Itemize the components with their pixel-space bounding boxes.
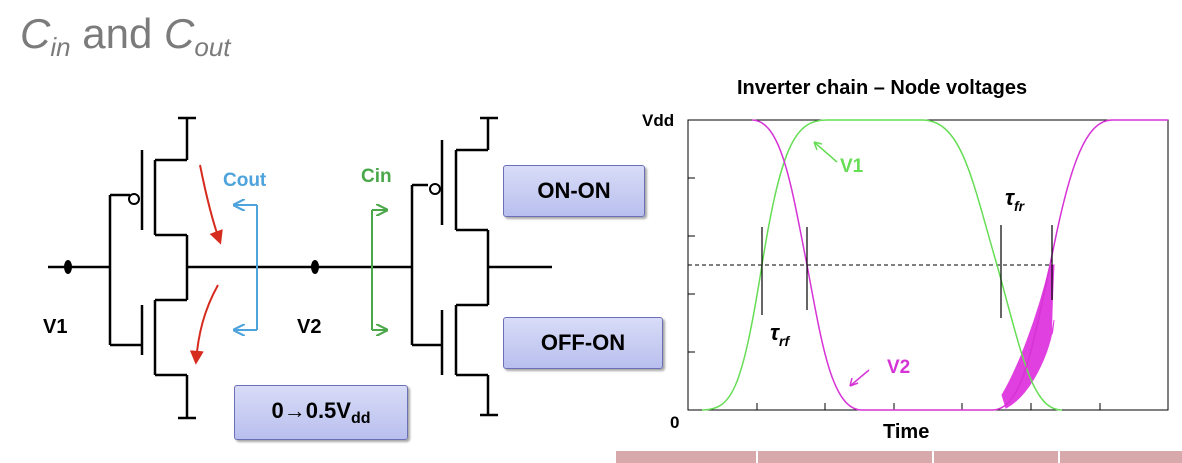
node-voltage-plot: Inverter chain – Node voltages	[642, 77, 1169, 443]
v1-curve	[701, 119, 1063, 411]
node-dot-v2	[311, 260, 319, 274]
off-on-box: OFF-ON	[503, 317, 663, 369]
title-c-out: C	[164, 10, 195, 57]
tau-marker-lines	[761, 225, 1053, 318]
cin-label: Cin	[361, 166, 392, 187]
title-c-in: C	[20, 10, 51, 57]
charging-current-arrow	[199, 164, 223, 245]
node-dot-v1	[64, 260, 72, 274]
v2-curve	[751, 119, 1168, 411]
on-on-label: ON-ON	[537, 178, 611, 203]
v1-curve-label: V1	[840, 156, 864, 177]
footer-strip-segment-4	[1060, 451, 1182, 463]
voltage-transition-label: 0→0.5Vdd	[271, 397, 371, 427]
zero-axis-label: 0	[670, 413, 679, 432]
transition-fill-region	[1001, 264, 1055, 409]
footer-strip-segment-3	[934, 451, 1058, 463]
v2-pointer-arrow	[849, 369, 870, 387]
title-and: and	[70, 10, 165, 57]
v1-pointer-arrow	[813, 141, 838, 163]
footer-strip-segment-1	[616, 451, 756, 463]
chart-title: Inverter chain – Node voltages	[737, 77, 1027, 99]
axis-ticks	[688, 177, 1101, 410]
cin-capacitor-arrows	[371, 210, 387, 330]
tau-rf-label: τrf	[770, 320, 790, 349]
v1-node-label: V1	[43, 316, 67, 338]
on-on-box: ON-ON	[503, 165, 645, 217]
vdd-axis-label: Vdd	[642, 111, 674, 130]
cout-label: Cout	[223, 170, 267, 191]
cout-capacitor-arrows	[234, 205, 258, 330]
discharging-current-arrow	[189, 284, 219, 365]
slide-title: Cin and Cout	[20, 10, 231, 63]
title-in-subscript: in	[50, 32, 71, 62]
footer-strip-segment-2	[758, 451, 932, 463]
pmos-gate-bubble-2	[429, 183, 441, 195]
title-out-subscript: out	[194, 32, 231, 62]
second-inverter	[410, 116, 552, 417]
off-on-label: OFF-ON	[540, 330, 626, 355]
time-axis-label: Time	[883, 421, 929, 443]
inverter-circuit-diagram: Cout Cin V1 V2	[43, 116, 552, 420]
voltage-transition-box: 0→0.5Vdd	[234, 385, 408, 440]
tau-fr-label: τfr	[1005, 185, 1026, 214]
first-inverter	[48, 116, 412, 420]
v2-node-label: V2	[297, 316, 321, 338]
pmos-gate-bubble-1	[128, 193, 140, 205]
v2-curve-label: V2	[887, 357, 910, 378]
